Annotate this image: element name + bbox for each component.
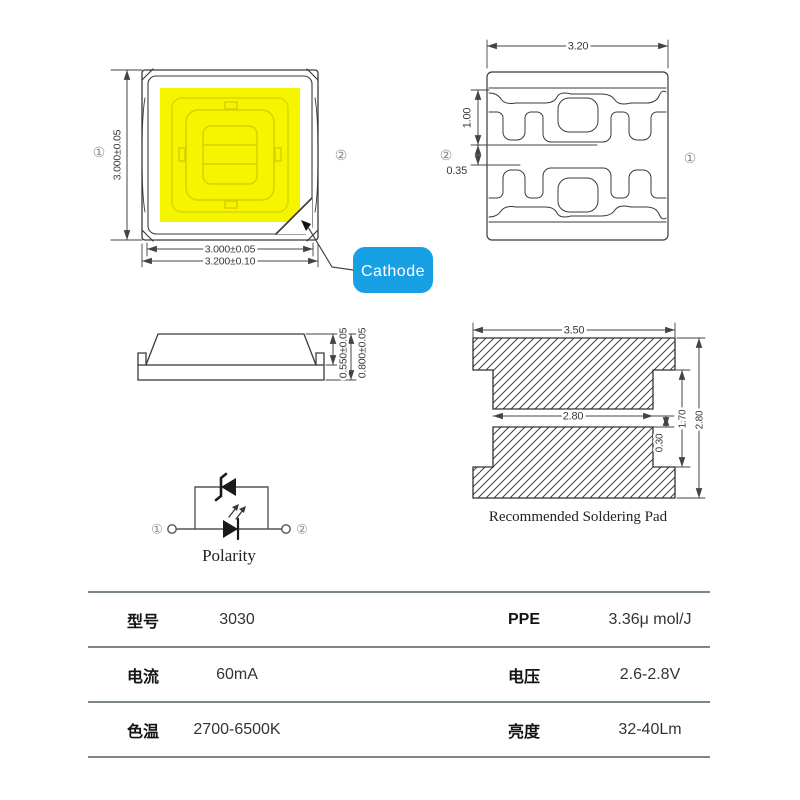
cathode-chamfer-line <box>275 197 313 235</box>
spec-value-model: 3030 <box>219 610 255 628</box>
polarity-caption: Polarity <box>202 546 256 565</box>
side-recess-lines <box>141 97 319 213</box>
dim-pad-overall-height: 2.80 <box>695 410 706 429</box>
spec-label-voltage: 电压 <box>508 668 541 686</box>
polarity-pin2-mark: ② <box>296 522 308 537</box>
cathode-arrow <box>301 220 311 231</box>
bottom-view-figure: 3.20 1.00 0.35 ② ① <box>440 38 697 241</box>
polarity-pin1-mark: ① <box>151 522 163 537</box>
spec-value-cct: 2700-6500K <box>193 720 281 738</box>
side-view-dimension-lines <box>305 333 357 381</box>
solder-pad-dimension-lines <box>472 322 706 499</box>
cathode-badge-label: Cathode <box>361 263 425 280</box>
top-view-figure: 3.000±0.05 3.000±0.05 3.200±0.10 ① ② Cat… <box>93 68 433 293</box>
solder-pad-caption: Recommended Soldering Pad <box>489 509 668 525</box>
top-view-pin2-mark: ② <box>335 147 348 163</box>
emitting-area <box>160 88 300 222</box>
solder-pad-figure: 3.50 2.80 0.30 1.70 2.80 Recommended Sol… <box>472 322 708 525</box>
spec-table-row: 色温 2700-6500K 亮度 32-40Lm <box>88 703 710 758</box>
polarity-wires <box>176 486 283 530</box>
package-outline-inner <box>147 75 313 235</box>
dim-bottom-view-width: 3.20 <box>568 41 589 53</box>
cathode-badge: Cathode <box>353 247 433 293</box>
solder-pad-bottom <box>472 426 676 499</box>
side-view-outline <box>137 333 325 381</box>
dim-top-view-overall-width: 3.200±0.10 <box>205 256 256 268</box>
chip-electrode-pattern <box>171 97 289 213</box>
dim-pad-gap: 0.30 <box>655 433 666 452</box>
bottom-view-pad-pattern <box>488 87 667 223</box>
dim-side-view-total: 0.800±0.05 <box>357 327 369 378</box>
spec-table-row: 型号 3030 PPE 3.36μ mol/J <box>88 593 710 648</box>
polarity-terminal-1 <box>167 524 177 534</box>
dim-side-view-lens: 0.550±0.05 <box>338 327 350 378</box>
cathode-leader-line <box>307 226 354 271</box>
dim-top-view-height: 3.000±0.05 <box>112 129 124 180</box>
polarity-figure: ① ② Polarity <box>151 472 308 565</box>
top-view-dimension-lines <box>110 69 319 268</box>
spec-label-model: 型号 <box>127 613 160 631</box>
bottom-view-dimension-lines <box>470 39 669 166</box>
dim-pad-inner-width: 2.80 <box>563 411 584 423</box>
dim-bottom-view-top-pad: 1.00 <box>462 108 474 129</box>
spec-table: 型号 3030 PPE 3.36μ mol/J 电流 60mA 电压 2.6-2… <box>88 591 710 758</box>
datasheet-drawings: 3.000±0.05 3.000±0.05 3.200±0.10 ① ② Cat… <box>92 38 708 565</box>
spec-label-ppe: PPE <box>508 610 541 628</box>
top-view-pin1-mark: ① <box>93 144 106 160</box>
zener-diode-symbol <box>214 472 236 502</box>
spec-label-cct: 色温 <box>127 723 160 741</box>
bottom-view-pin2-mark: ② <box>440 147 453 163</box>
dim-top-view-body-width: 3.000±0.05 <box>205 244 256 256</box>
spec-label-brightness: 亮度 <box>508 723 541 741</box>
solder-pad-top <box>472 337 676 410</box>
dim-pad-overall-width: 3.50 <box>564 325 585 337</box>
spec-value-brightness: 32-40Lm <box>618 720 682 738</box>
spec-value-current: 60mA <box>216 665 258 683</box>
spec-table-row: 电流 60mA 电压 2.6-2.8V <box>88 648 710 703</box>
dim-pad-inner-height: 1.70 <box>678 409 689 428</box>
polarity-terminal-2 <box>281 524 291 534</box>
corner-chamfers <box>141 68 319 242</box>
spec-value-ppe: 3.36μ mol/J <box>608 610 692 628</box>
bottom-view-outline <box>486 71 669 241</box>
dim-bottom-view-gap: 0.35 <box>446 165 467 177</box>
bottom-view-pin1-mark: ① <box>684 150 697 166</box>
spec-label-current: 电流 <box>127 668 160 686</box>
spec-value-voltage: 2.6-2.8V <box>619 665 681 683</box>
light-emission-arrows <box>228 504 246 520</box>
led-symbol <box>223 504 246 541</box>
side-view-figure: 0.550±0.05 0.800±0.05 <box>137 325 371 381</box>
